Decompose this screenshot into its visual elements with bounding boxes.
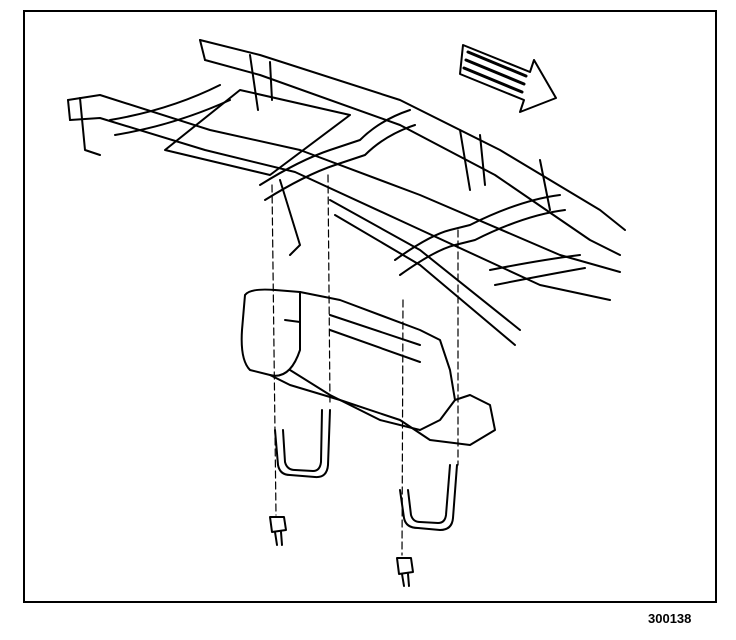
illustration-frame xyxy=(23,10,717,603)
alignment-lines xyxy=(271,174,459,556)
crossmembers xyxy=(109,84,586,286)
fuel-tank-strap-front xyxy=(399,464,458,531)
frame-rail-left xyxy=(67,94,621,301)
exhaust-pipe xyxy=(329,199,521,346)
strap-bolt xyxy=(269,516,287,546)
fuel-tank-strap-rear xyxy=(274,409,331,479)
fuel-tank xyxy=(240,288,496,446)
frame-rail-right xyxy=(199,39,626,256)
strap-bolt xyxy=(396,557,414,587)
direction-arrow-icon xyxy=(459,44,557,113)
figure-number: 300138 xyxy=(648,611,692,626)
